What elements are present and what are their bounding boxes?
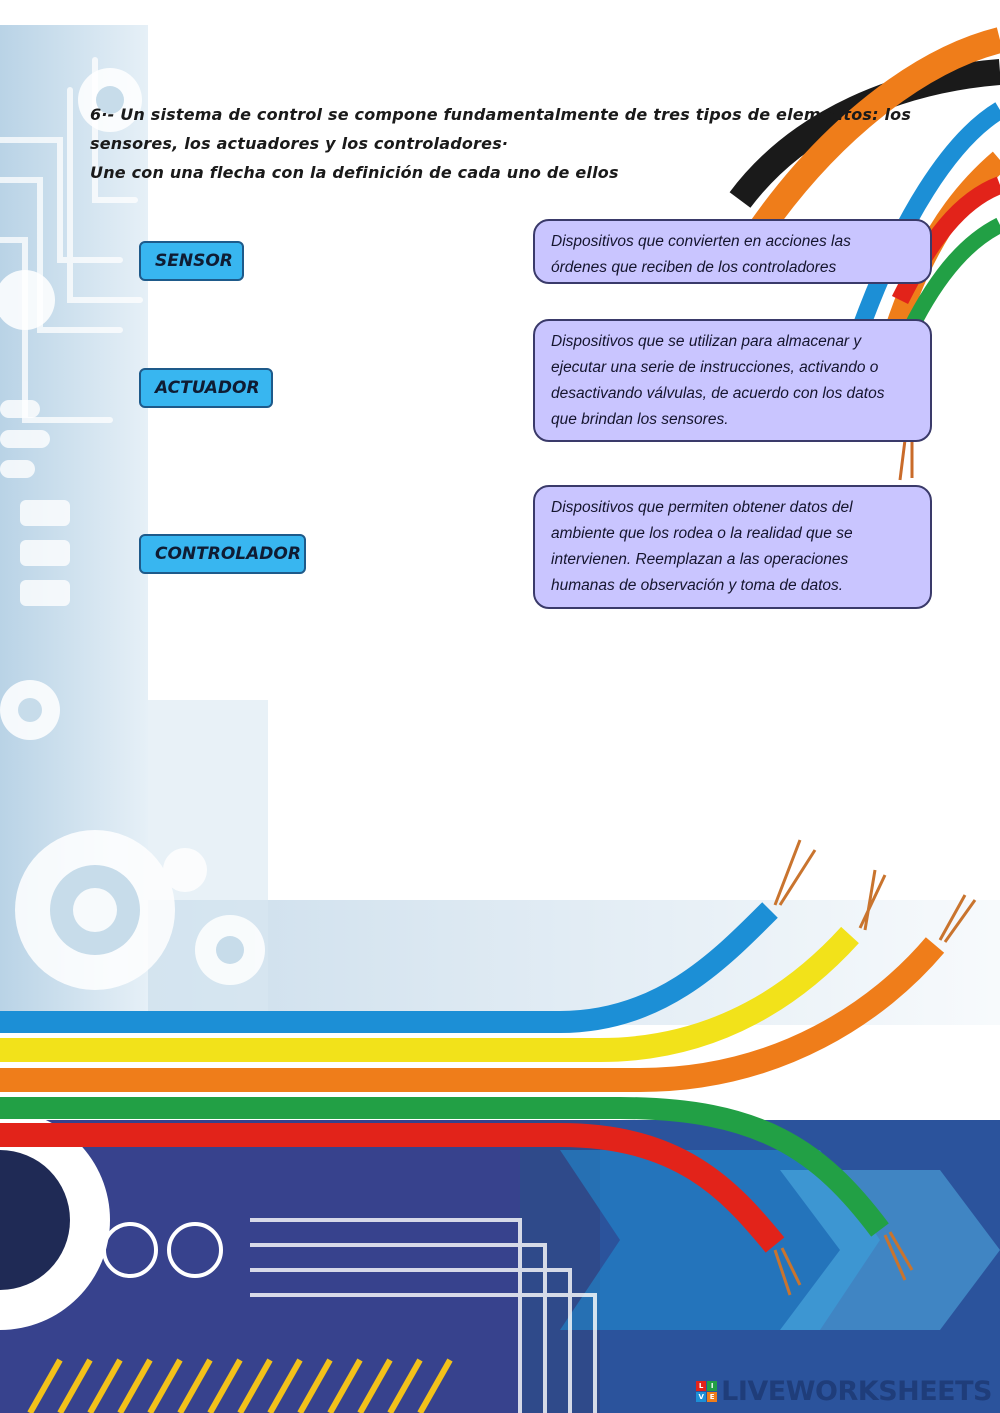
definition-3-line-4: humanas de observación y toma de datos. [551, 577, 844, 594]
definition-2-line-1: Dispositivos que se utilizan para almace… [551, 333, 862, 350]
liveworksheets-text: LIVEWORKSHEETS [721, 1376, 992, 1407]
logo-letter-e: E [707, 1392, 718, 1402]
term-controlador[interactable]: CONTROLADOR [139, 534, 306, 574]
instructions-line-2: sensores, los actuadores y los controlad… [90, 134, 509, 153]
instructions-line-1: 6·- Un sistema de control se compone fun… [90, 105, 912, 124]
term-actuador[interactable]: ACTUADOR [139, 368, 273, 408]
instructions-line-3: Une con una flecha con la definición de … [90, 163, 619, 182]
definition-box-3[interactable]: Dispositivos que permiten obtener datos … [533, 485, 932, 609]
term-sensor[interactable]: SENSOR [139, 241, 244, 281]
definition-2-line-4: que brindan los sensores. [551, 411, 729, 428]
logo-letter-v: V [696, 1392, 707, 1402]
instructions: 6·- Un sistema de control se compone fun… [90, 100, 912, 187]
definition-3-line-3: intervienen. Reemplazan a las operacione… [551, 551, 849, 568]
definition-1-line-2: órdenes que reciben de los controladores [551, 259, 837, 276]
logo-letter-l: L [696, 1381, 707, 1391]
definition-3-line-2: ambiente que los rodea o la realidad que… [551, 525, 853, 542]
definition-box-1[interactable]: Dispositivos que convierten en acciones … [533, 219, 932, 284]
definition-2-line-3: desactivando válvulas, de acuerdo con lo… [551, 385, 885, 402]
logo-letter-i: I [707, 1381, 718, 1391]
liveworksheets-logo-icon: L I V E [696, 1381, 718, 1402]
definition-3-line-1: Dispositivos que permiten obtener datos … [551, 499, 853, 516]
liveworksheets-brand: L I V E LIVEWORKSHEETS [696, 1376, 992, 1407]
definition-1-line-1: Dispositivos que convierten en acciones … [551, 233, 851, 250]
definition-box-2[interactable]: Dispositivos que se utilizan para almace… [533, 319, 932, 442]
definition-2-line-2: ejecutar una serie de instrucciones, act… [551, 359, 879, 376]
